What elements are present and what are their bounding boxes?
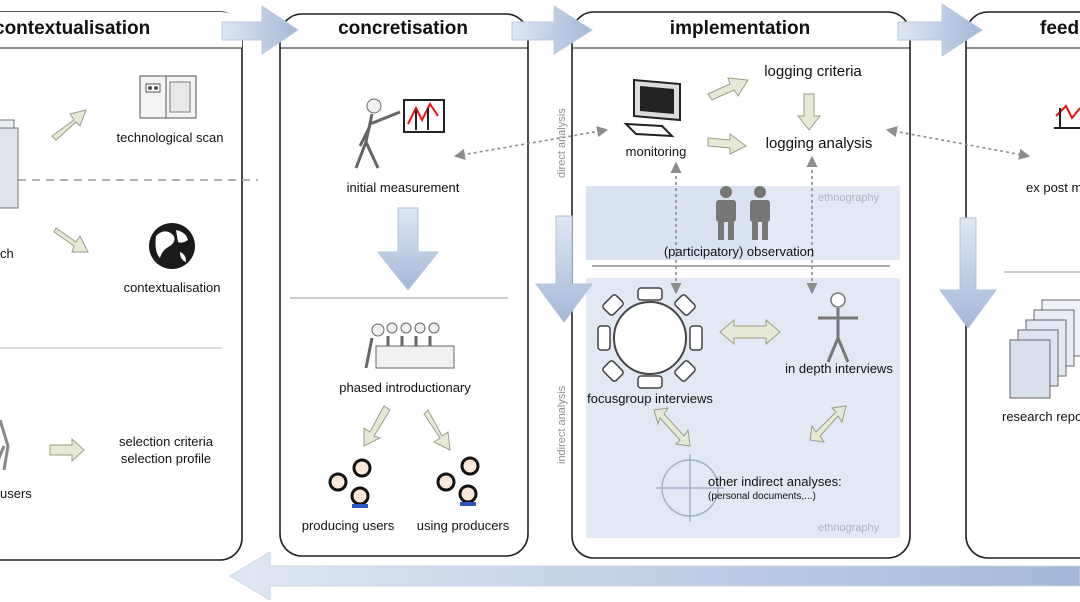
arrow-criteria-to-analysis <box>796 93 822 131</box>
small-arrow-context <box>53 227 89 253</box>
arrow-to-logging-analysis <box>707 133 747 155</box>
person-partial-icon <box>0 419 10 471</box>
label-phased-introductory: phased introductionary <box>339 380 471 395</box>
label-selection-profile: selection profile <box>120 451 212 466</box>
server-rack-icon <box>139 75 197 119</box>
heading-implementation: implementation <box>669 18 811 39</box>
label-personal-documents: (personal documents,...) <box>708 491 816 502</box>
label-research-partial: ch <box>0 246 14 261</box>
small-arrow-tech <box>51 109 87 141</box>
label-direct-analysis: direct analysis <box>556 108 568 178</box>
flow-arrow-3 <box>897 3 983 57</box>
label-contextualisation: contextualisation <box>123 280 221 295</box>
round-table-icon <box>597 287 703 389</box>
arrow-to-logging-criteria <box>707 77 749 101</box>
meeting-table-icon <box>364 322 455 369</box>
label-using-producers: using producers <box>416 518 510 533</box>
column-box-feedback <box>965 11 1080 559</box>
double-arrow-focus-depth <box>719 318 781 346</box>
person-arms-out-icon <box>818 292 858 363</box>
chart-partial-icon <box>1054 104 1080 129</box>
label-producing-users: producing users <box>301 518 395 533</box>
label-technological-scan: technological scan <box>116 130 224 145</box>
label-users-partial: users <box>0 486 32 501</box>
computer-monitor-icon <box>623 78 681 138</box>
globe-icon <box>149 223 195 269</box>
heading-concretisation: concretisation <box>338 18 468 39</box>
presenter-chart-icon <box>354 98 445 169</box>
double-arrow-depth-other <box>809 405 847 443</box>
label-indirect-analysis: indirect analysis <box>556 385 568 464</box>
label-logging-criteria: logging criteria <box>764 63 862 80</box>
label-selection-criteria: selection criteria <box>119 434 213 449</box>
crosshair-icon <box>656 454 724 522</box>
feedback-return-arrow <box>229 551 1080 601</box>
label-participatory-observation: (participatory) observation <box>663 244 815 259</box>
small-arrow-using <box>423 409 451 451</box>
document-stack-icon <box>0 119 19 209</box>
down-arrow-col3 <box>535 215 593 323</box>
label-research-report: research repo <box>1002 409 1080 424</box>
label-in-depth-interviews: in depth interviews <box>785 361 893 376</box>
header-band-contextualisation <box>0 12 242 48</box>
flow-arrow-2 <box>511 5 593 55</box>
user-group-icon-using <box>436 456 480 506</box>
double-arrow-focus-other <box>653 407 691 447</box>
label-initial-measurement: initial measurement <box>346 180 460 195</box>
label-monitoring: monitoring <box>625 144 687 159</box>
label-ex-post: ex post m <box>1026 180 1080 195</box>
small-arrow-selection <box>49 437 85 463</box>
user-group-icon-producing <box>328 458 372 508</box>
down-arrow-col2 <box>376 207 440 291</box>
heading-feedback: feedb <box>1040 18 1080 39</box>
label-logging-analysis: logging analysis <box>765 135 873 152</box>
observer-figures-icon <box>716 186 770 240</box>
down-arrow-col4 <box>939 217 997 329</box>
label-ethnography-bottom: ethnography <box>818 522 880 534</box>
dotted-arrow-initial-monitoring <box>453 126 609 160</box>
report-stack-icon <box>1009 299 1080 399</box>
label-focusgroup-interviews: focusgroup interviews <box>587 391 713 406</box>
label-other-indirect: other indirect analyses: <box>708 474 842 489</box>
label-ethnography-top: ethnography <box>818 192 880 204</box>
heading-contextualisation: contextualisation <box>0 18 151 39</box>
small-arrow-producing <box>363 405 391 447</box>
flow-arrow-1 <box>221 5 299 55</box>
